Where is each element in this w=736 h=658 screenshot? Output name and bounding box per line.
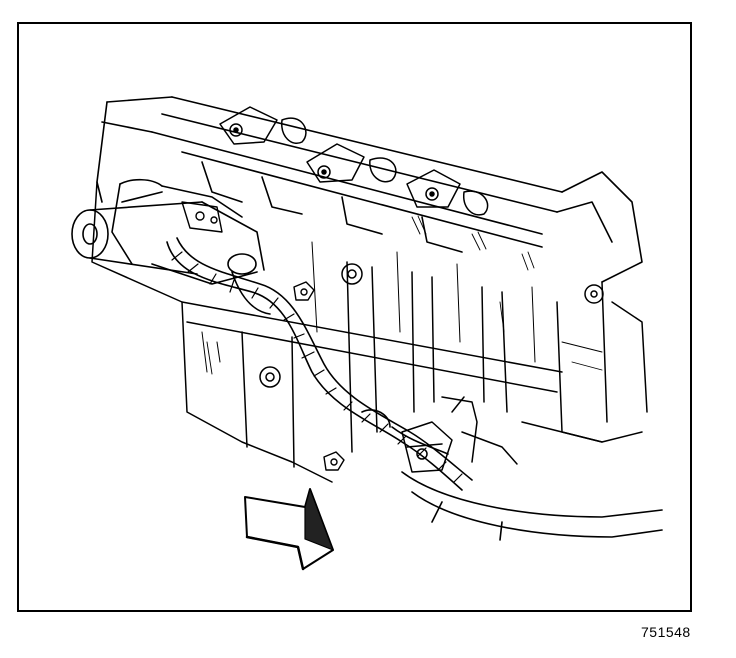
wiring-harness	[167, 238, 472, 490]
harness-wraps	[172, 252, 462, 482]
starter-motor	[72, 180, 264, 284]
block-ribs	[202, 242, 602, 372]
nut-left	[294, 282, 314, 300]
exhaust-port-1	[220, 107, 306, 144]
illustration-frame	[17, 22, 692, 612]
exhaust-port-3	[407, 170, 488, 215]
shading	[207, 216, 602, 374]
starter-solenoid	[182, 202, 222, 232]
front-of-vehicle-arrow	[245, 489, 333, 569]
cylinder-head	[97, 97, 642, 282]
harness-connector	[402, 397, 517, 472]
figure-number: 751548	[641, 624, 691, 640]
nut-lower	[324, 452, 344, 470]
exhaust-port-2	[307, 144, 396, 182]
engine-block	[92, 182, 647, 482]
exhaust-pipe	[402, 472, 662, 540]
engine-illustration	[19, 24, 690, 610]
